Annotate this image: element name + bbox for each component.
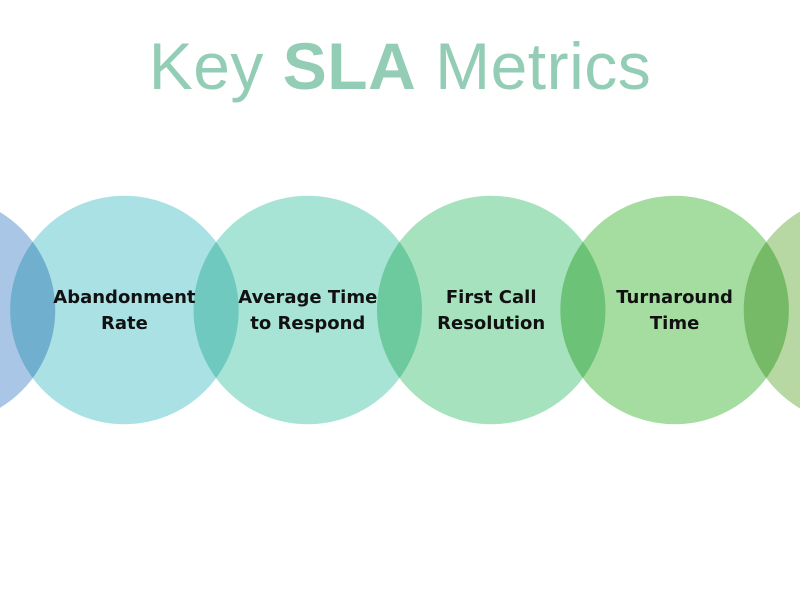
metric-label: Time: [650, 313, 699, 334]
metric-label: Rate: [101, 313, 148, 334]
title-word-bold: SLA: [282, 29, 417, 103]
metric-label: to Respond: [250, 313, 365, 334]
metric-label: Average Time: [238, 287, 377, 308]
metric-label: Turnaround: [616, 287, 733, 308]
metric-label: First Call: [446, 287, 537, 308]
metric-label: Abandonment: [53, 287, 196, 308]
title-word: Key: [148, 29, 264, 103]
title-word: Metrics: [435, 29, 652, 103]
metric-label: Resolution: [437, 313, 545, 334]
metric-circle: [742, 209, 800, 411]
slide-title: Key SLA Metrics: [0, 28, 800, 104]
